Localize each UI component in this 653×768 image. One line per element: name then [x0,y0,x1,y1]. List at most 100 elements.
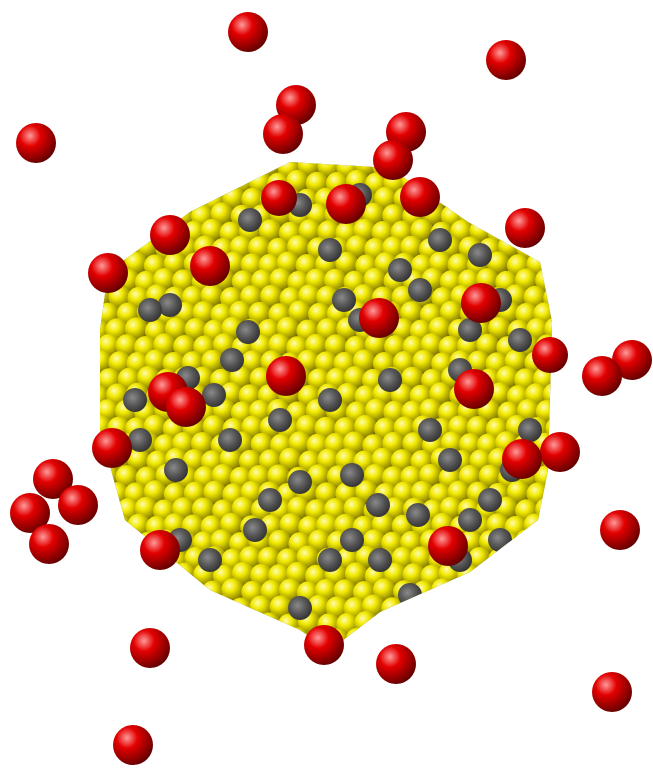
free-atom [373,140,413,180]
cluster-atom [268,529,292,553]
core-atom [288,470,312,494]
cluster-atom [365,398,388,422]
cluster-atom [267,464,291,488]
free-atom [582,356,622,396]
core-atom [388,258,412,282]
cluster-atom [486,251,510,275]
cluster-atom [260,284,284,308]
core-atom [164,458,188,482]
cluster-atom [298,219,322,243]
cluster-atom [203,480,227,504]
core-atom [458,508,482,532]
free-atom [600,510,640,550]
cluster-atom [345,235,369,259]
free-atom [261,180,297,216]
core-atom [366,493,390,517]
free-atom [113,725,153,765]
free-atom [486,40,526,80]
free-atom [266,356,306,396]
free-atom [29,524,69,564]
cluster-atom [248,301,272,325]
cluster-atom [127,448,151,472]
free-atom [461,283,501,323]
core-atom [318,238,342,262]
core-atom [288,596,312,620]
free-atom [228,12,268,52]
cluster-atom [278,578,302,602]
cluster-atom [506,480,530,504]
free-atom [400,177,440,217]
core-atom [198,548,222,572]
cluster-atom [202,415,226,439]
cluster-atom [317,162,341,178]
core-atom [518,418,542,442]
core-atom [220,348,244,372]
free-atom [10,493,50,533]
free-atom [454,369,494,409]
cluster-atom [231,561,255,585]
core-atom [340,528,364,552]
cluster-atom [372,578,396,602]
cluster-atom [344,562,368,586]
cluster-atom [400,301,424,325]
cluster-atom [517,398,540,422]
cluster-atom [402,432,426,456]
core-atom [238,208,262,232]
free-atom [505,208,545,248]
free-atom [140,530,180,570]
core-atom [236,320,260,344]
cluster-atom [476,333,500,357]
cluster-atom [279,447,302,471]
core-atom [458,318,482,342]
free-atom [359,298,399,338]
cluster-atom [269,268,293,291]
core-atom [378,368,402,392]
core-atom [406,503,430,527]
cluster-atom [336,382,360,406]
free-atom [304,625,344,665]
cluster-atom [374,186,398,210]
free-atom [502,439,542,479]
core-atom [478,488,502,512]
cluster-atom [478,464,502,488]
cluster-atom [288,300,312,324]
cluster-atom [231,496,255,520]
cluster-atom [401,366,424,390]
core-atom [123,388,147,412]
free-atom [540,432,580,472]
free-atom [428,526,468,566]
cluster-atom [324,334,348,358]
core-atom [318,388,342,412]
free-atom [326,184,366,224]
cluster-atom [535,399,552,423]
cluster-atom [363,267,387,291]
cluster-atom [343,496,367,520]
free-atom [16,123,56,163]
free-atom [376,644,416,684]
cluster-atom [488,316,512,340]
core-atom [368,548,392,572]
core-atom [340,463,364,487]
free-atoms [10,12,652,765]
cluster-atom [317,220,341,244]
core-atom [468,243,492,267]
free-atom [58,485,98,525]
core-atom [428,228,452,252]
core-atom [258,488,282,512]
cluster-atom [184,317,208,341]
cluster-atom [269,595,293,619]
cluster-atom [201,349,225,373]
cluster-atom [308,529,331,553]
core-atom [138,298,162,322]
cluster-atom [364,333,388,357]
free-atom [612,340,652,380]
free-atom [33,459,73,499]
cluster-atom [335,251,359,275]
free-atom [592,672,632,712]
free-atom [190,246,230,286]
cluster-atom [258,219,282,243]
core-atom [243,518,267,542]
core-atom [508,328,532,352]
cluster-atom [488,382,512,406]
